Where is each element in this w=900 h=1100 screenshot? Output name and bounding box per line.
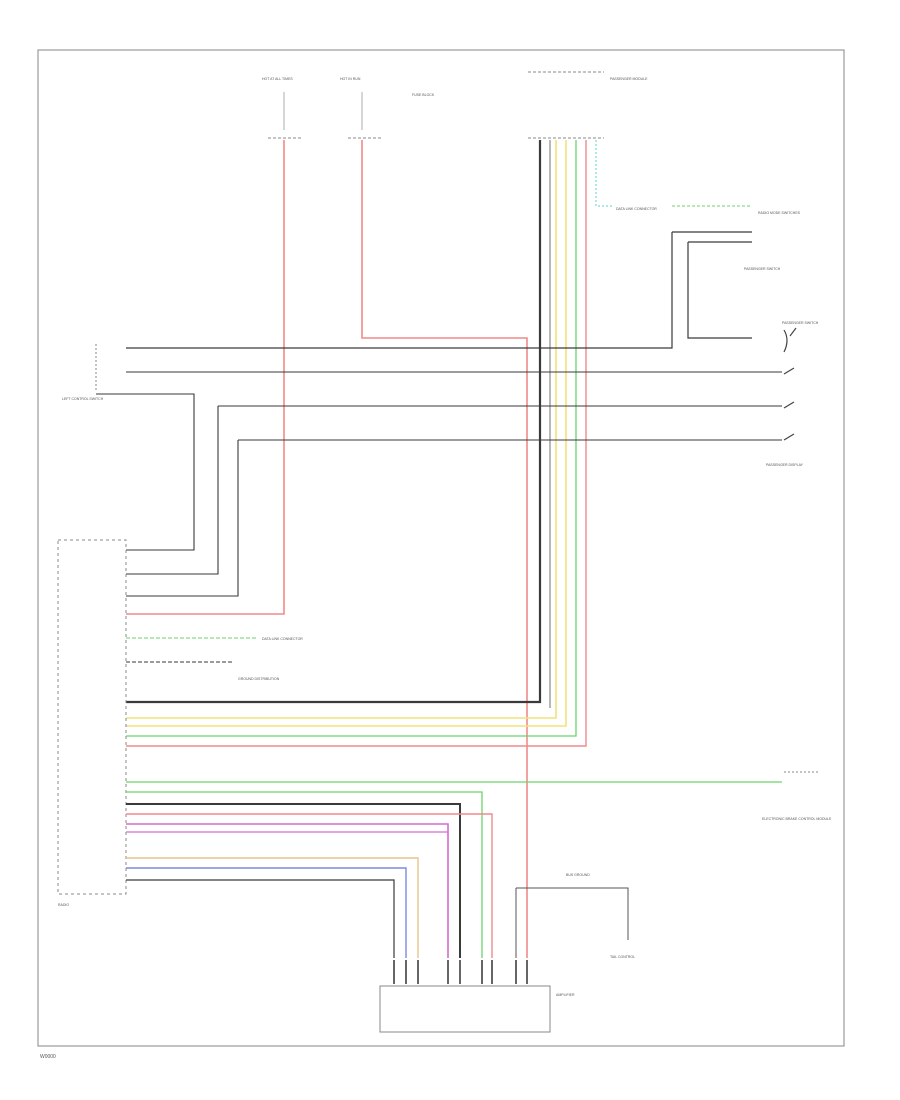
fuse-block-top: HOT AT ALL TIMES HOT IN RUN FUSE BLOCK xyxy=(262,77,435,139)
tail-ctrl-label: TAIL CONTROL xyxy=(610,955,635,959)
amplifier-box: AMPLIFIER xyxy=(379,985,575,1033)
amplifier-pins xyxy=(393,960,528,984)
lower-orange-wire xyxy=(126,857,419,958)
bottom-ground-wire xyxy=(515,887,629,958)
lower-red-wire xyxy=(126,813,493,958)
red-wire-fuse2 xyxy=(361,140,528,958)
radio-mode-switches-label: RADIO MODE SWITCHES xyxy=(758,211,801,215)
pass-display-label: PASSENGER DISPLAY xyxy=(766,463,804,467)
bus-ground-label: BUS GROUND xyxy=(566,873,590,877)
footer-code: W0000 xyxy=(40,1054,56,1060)
right-switch-symbols xyxy=(783,327,797,441)
lower-magenta-wire xyxy=(126,823,449,958)
ground-dist-label: GROUND DISTRIBUTION xyxy=(238,677,280,681)
bus-wire-dark xyxy=(126,140,542,704)
bus-wire-cyan xyxy=(595,140,612,207)
passenger-module-label: PASSENGER MODULE xyxy=(610,77,648,81)
right-switch-wires xyxy=(126,231,752,349)
diagram-frame xyxy=(37,49,845,1047)
lower-blue-wire xyxy=(126,867,407,958)
bus-wire-yellow xyxy=(126,140,567,727)
radio-amp-label: AMPLIFIER xyxy=(556,993,575,997)
horizontal-wires xyxy=(96,371,782,551)
data-link-label: DATA LINK CONNECTOR xyxy=(616,207,657,211)
data-link2-label: DATA LINK CONNECTOR xyxy=(262,637,303,641)
lower-dark-wire2 xyxy=(126,879,395,958)
elec-center-label: ELECTRONIC BRAKE CONTROL MODULE xyxy=(762,817,832,821)
left-ctrl-switch-label: LEFT CONTROL SWITCH xyxy=(62,397,104,401)
lower-green-wire xyxy=(126,781,782,958)
hot-in-run-label: HOT IN RUN xyxy=(340,77,361,81)
hot-at-all-times-label: HOT AT ALL TIMES xyxy=(262,77,293,81)
vertical-return-wires xyxy=(126,406,239,597)
bus-wire-red xyxy=(126,140,587,747)
passenger-switch2-label: PASSENGER SWITCH xyxy=(782,321,819,325)
passenger-module-connector: PASSENGER MODULE xyxy=(528,71,648,139)
radio-module: RADIO xyxy=(57,539,127,907)
fuse-block-label: FUSE BLOCK xyxy=(412,93,435,97)
passenger-switch-label: PASSENGER SWITCH xyxy=(744,267,781,271)
lower-dark-wire xyxy=(126,803,461,958)
radio-label: RADIO xyxy=(58,903,69,907)
bus-wire-green xyxy=(126,140,577,737)
red-wire-fuse1 xyxy=(126,140,285,615)
